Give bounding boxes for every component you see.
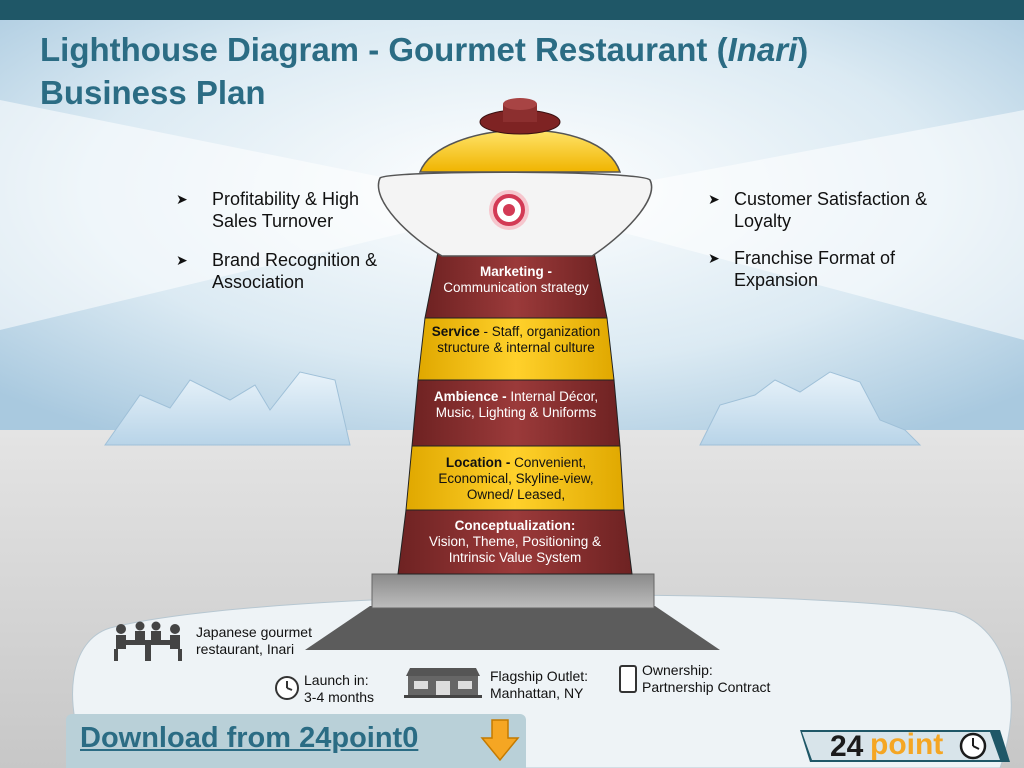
tier-location-label: Location - [445, 455, 511, 470]
tier-marketing: Marketing - Communication strategy [438, 264, 594, 296]
tier-conceptualization-label: Conceptualization: [454, 518, 576, 533]
tier-location-text: Convenient, Economical, Skyline-view, Ow… [438, 455, 594, 502]
brand-logo: 24 point [800, 726, 1010, 766]
outlet-value: Manhattan, NY [490, 685, 584, 701]
ownership-value: Partnership Contract [642, 679, 771, 695]
title-line1-prefix: Lighthouse Diagram - Gourmet Restaurant … [40, 31, 728, 68]
tier-ambience-label: Ambience - [433, 389, 507, 404]
ownership-label: Ownership: [642, 662, 713, 678]
launch-label: Launch in: [304, 672, 369, 688]
launch-info: Launch in: 3-4 months [304, 672, 374, 706]
document-icon [619, 665, 637, 693]
bullet-arrow-icon: ➤ [176, 191, 188, 207]
top-bar [0, 0, 1024, 20]
goal-right-1-text: Customer Satisfaction & Loyalty [734, 189, 928, 231]
download-link-text[interactable]: Download from 24point0 [80, 722, 419, 754]
people-at-table-icon [114, 621, 182, 661]
download-link[interactable]: Download from 24point0 [66, 714, 526, 768]
brand-number: 24 [830, 730, 864, 763]
tier-ambience-text: Internal Décor, Music, Lighting & Unifor… [435, 389, 599, 420]
title-line1-suffix: ) [797, 31, 809, 68]
goal-right-2: ➤ Franchise Format of Expansion [708, 247, 948, 291]
tier-conceptualization: Conceptualization: Vision, Theme, Positi… [408, 518, 622, 566]
bullseye-icon [489, 190, 529, 230]
goal-left-2: ➤ Brand Recognition & Association [176, 249, 406, 293]
tier-location: Location - Convenient, Economical, Skyli… [414, 455, 618, 503]
brand-word: point [870, 728, 944, 761]
tier-marketing-text: Communication strategy [443, 280, 589, 295]
tier-service-label: Service [431, 324, 480, 339]
outlet-label: Flagship Outlet: [490, 668, 589, 684]
goal-left-2-text: Brand Recognition & Association [212, 250, 378, 292]
bullet-arrow-icon: ➤ [708, 250, 720, 266]
tier-service-text: - Staff, organization structure & intern… [437, 324, 601, 355]
goal-right-1: ➤ Customer Satisfaction & Loyalty [708, 188, 948, 232]
page-title: Lighthouse Diagram - Gourmet Restaurant … [40, 28, 1000, 114]
tier-ambience: Ambience - Internal Décor, Music, Lighti… [420, 389, 612, 421]
bullet-arrow-icon: ➤ [708, 191, 720, 207]
title-line2: Business Plan [40, 74, 266, 111]
download-arrow-icon[interactable] [480, 718, 520, 762]
restaurant-info: Japanese gourmet restaurant, Inari [196, 624, 312, 657]
goal-right-2-text: Franchise Format of Expansion [734, 248, 896, 290]
goal-left-1: ➤ Profitability & High Sales Turnover [176, 188, 406, 232]
building-icon [404, 668, 482, 698]
tier-service: Service - Staff, organization structure … [426, 324, 606, 356]
tier-marketing-label: Marketing - [479, 264, 552, 279]
bullet-arrow-icon: ➤ [176, 252, 188, 268]
ownership-info: Ownership: Partnership Contract [642, 662, 770, 696]
brand-clock-icon [959, 732, 987, 760]
outlet-info: Flagship Outlet: Manhattan, NY [490, 668, 588, 702]
tier-conceptualization-text: Vision, Theme, Positioning & Intrinsic V… [428, 534, 602, 565]
goal-left-1-text: Profitability & High Sales Turnover [212, 189, 360, 231]
launch-value: 3-4 months [304, 689, 375, 705]
title-line1-italic: Inari [727, 31, 798, 68]
brand-logo-graphic [800, 730, 1010, 762]
clock-icon [275, 676, 299, 700]
